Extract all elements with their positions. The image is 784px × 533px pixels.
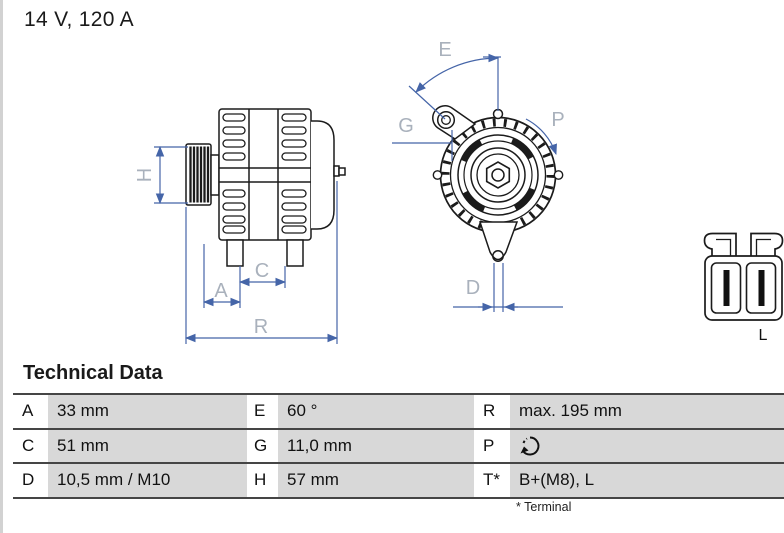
terminal-footnote: * Terminal: [516, 500, 572, 514]
connector-pin-right: [758, 270, 765, 306]
dim-label-h: H: [134, 168, 156, 182]
right-bump: [553, 170, 564, 180]
table-row: A 33 mm E 60 ° R max. 195 mm: [13, 393, 784, 428]
spec-key-t: T*: [483, 470, 500, 490]
spec-value-r: max. 195 mm: [510, 395, 784, 428]
alternator-technical-drawing: H A C R: [134, 39, 784, 344]
left-bump: [432, 170, 443, 180]
mounting-ear-top-left: [432, 105, 477, 140]
spec-key-g: G: [254, 435, 268, 455]
front-view-dimension-labels: E G P D: [398, 39, 564, 299]
front-view-drawing: [432, 105, 564, 262]
dim-label-a: A: [214, 280, 228, 302]
dim-label-c: C: [255, 260, 269, 282]
spec-value-p: [510, 429, 784, 463]
page-left-border: [0, 0, 3, 533]
spec-key-p: P: [483, 435, 495, 455]
alternator-body: [218, 108, 346, 267]
technical-data-table: A 33 mm E 60 ° R max. 195 mm C 51 mm G 1…: [13, 393, 784, 499]
spec-value-h: 57 mm: [278, 464, 474, 497]
dim-label-d: D: [466, 277, 480, 299]
side-view-dimension-labels: H A C R: [134, 168, 269, 338]
dim-label-p: P: [551, 109, 564, 131]
front-view-dimensions: [392, 53, 563, 312]
spec-key-h: H: [254, 470, 267, 490]
table-row: C 51 mm G 11,0 mm P: [13, 427, 784, 463]
spec-key-a: A: [22, 401, 34, 421]
spec-key-d: D: [22, 470, 35, 490]
spec-value-a: 33 mm: [48, 395, 247, 428]
connector-drawing: [703, 232, 784, 321]
connector-terminal-label: L: [759, 327, 768, 344]
side-view-dimensions: [154, 145, 339, 344]
spec-key-c: C: [22, 435, 35, 455]
spec-key-r: R: [483, 401, 496, 421]
spec-key-e: E: [254, 401, 266, 421]
technical-data-heading: Technical Data: [23, 362, 163, 384]
spec-value-d: 10,5 mm / M10: [48, 464, 247, 497]
dim-label-e: E: [438, 39, 451, 61]
spec-value-g: 11,0 mm: [278, 429, 474, 463]
connector-pin-left: [723, 270, 730, 306]
spec-value-c: 51 mm: [48, 429, 247, 463]
bplus-terminal-stud: [333, 165, 346, 177]
side-view-drawing: [185, 108, 346, 267]
connector-hooks: [703, 232, 784, 257]
dim-label-r: R: [254, 316, 268, 338]
table-row: D 10,5 mm / M10 H 57 mm T* B+(M8), L: [13, 462, 784, 499]
mounting-ear-bottom: [478, 221, 519, 262]
spec-value-t: B+(M8), L: [510, 464, 784, 497]
shaft-hex-nut: [485, 161, 511, 189]
rotation-direction-icon: [520, 436, 540, 456]
dim-label-g: G: [398, 115, 414, 137]
spec-value-e: 60 °: [278, 395, 474, 428]
product-rating: 14 V, 120 A: [24, 8, 134, 31]
pulley: [185, 143, 220, 206]
